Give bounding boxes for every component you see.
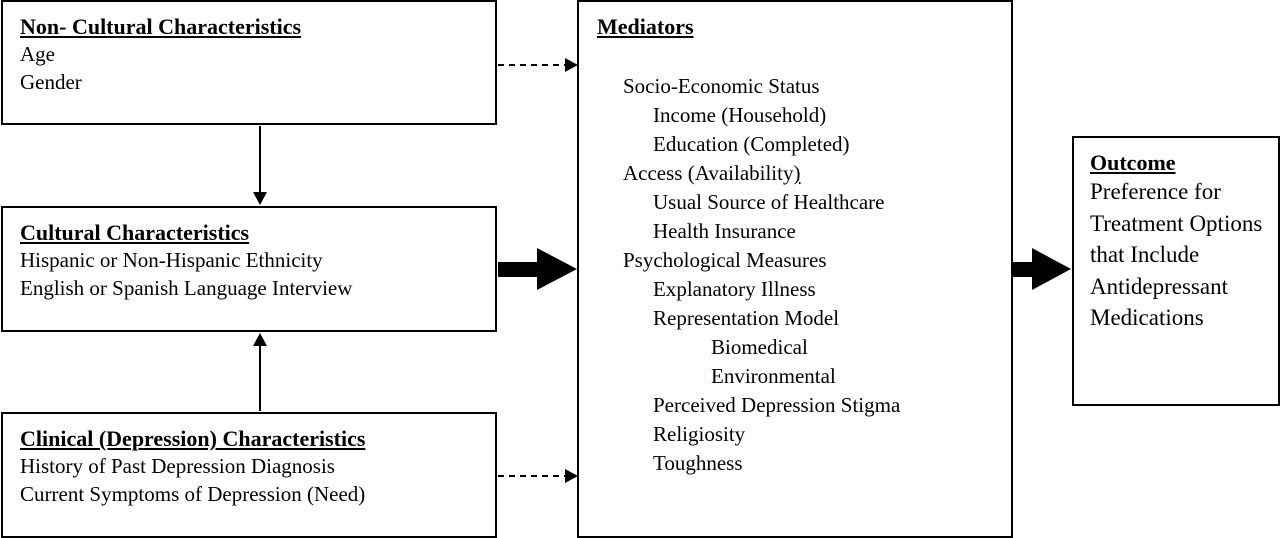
thick-arrow-mediators-to-outcome <box>1013 248 1071 290</box>
clinical-item-history: History of Past Depression Diagnosis <box>20 454 335 478</box>
mediators-title: Mediators <box>597 14 694 39</box>
mediator-stigma: Perceived Depression Stigma <box>653 393 901 417</box>
mediator-toughness: Toughness <box>653 451 743 475</box>
outcome-box: Outcome Preference for Treatment Options… <box>1072 136 1280 406</box>
mediator-access: Access (Availability) <box>597 159 1011 188</box>
non-cultural-title: Non- Cultural Characteristics <box>20 14 302 39</box>
mediators-box: Mediators Socio-Economic Status Income (… <box>577 0 1013 538</box>
mediator-access-label: Access (Availability <box>623 161 794 185</box>
dashed-arrow-noncultural-to-mediators <box>498 58 578 72</box>
non-cultural-item-gender: Gender <box>20 70 82 94</box>
arrow-clinical-to-cultural <box>253 333 267 411</box>
cultural-item-language: English or Spanish Language Interview <box>20 276 353 300</box>
mediator-biomedical: Biomedical <box>711 335 808 359</box>
mediator-psychological: Psychological Measures <box>623 248 827 272</box>
clinical-title: Clinical (Depression) Characteristics <box>20 426 366 451</box>
cultural-item-ethnicity: Hispanic or Non-Hispanic Ethnicity <box>20 248 323 272</box>
outcome-title: Outcome <box>1090 150 1176 175</box>
mediator-explanatory-illness: Explanatory Illness <box>653 277 816 301</box>
dashed-arrow-clinical-to-mediators <box>498 469 578 483</box>
mediator-income: Income (Household) <box>653 103 827 127</box>
mediator-environmental: Environmental <box>711 364 836 388</box>
mediator-usual-source: Usual Source of Healthcare <box>653 190 885 214</box>
cultural-title: Cultural Characteristics <box>20 220 250 245</box>
mediator-access-paren: ) <box>793 161 801 185</box>
arrow-noncultural-to-cultural <box>253 126 267 205</box>
cultural-characteristics-box: Cultural Characteristics Hispanic or Non… <box>1 206 497 332</box>
mediator-religiosity: Religiosity <box>653 422 746 446</box>
mediator-education: Education (Completed) <box>653 132 850 156</box>
non-cultural-characteristics-box: Non- Cultural Characteristics Age Gender <box>1 0 497 125</box>
non-cultural-item-age: Age <box>20 42 55 66</box>
clinical-characteristics-box: Clinical (Depression) Characteristics Hi… <box>1 412 497 538</box>
thick-arrow-cultural-to-mediators <box>498 248 577 290</box>
outcome-text: Preference for Treatment Options that In… <box>1090 179 1263 330</box>
mediator-representation-model: Representation Model <box>653 306 840 330</box>
clinical-item-symptoms: Current Symptoms of Depression (Need) <box>20 482 366 506</box>
mediator-health-insurance: Health Insurance <box>653 219 796 243</box>
mediator-ses: Socio-Economic Status <box>623 74 820 98</box>
